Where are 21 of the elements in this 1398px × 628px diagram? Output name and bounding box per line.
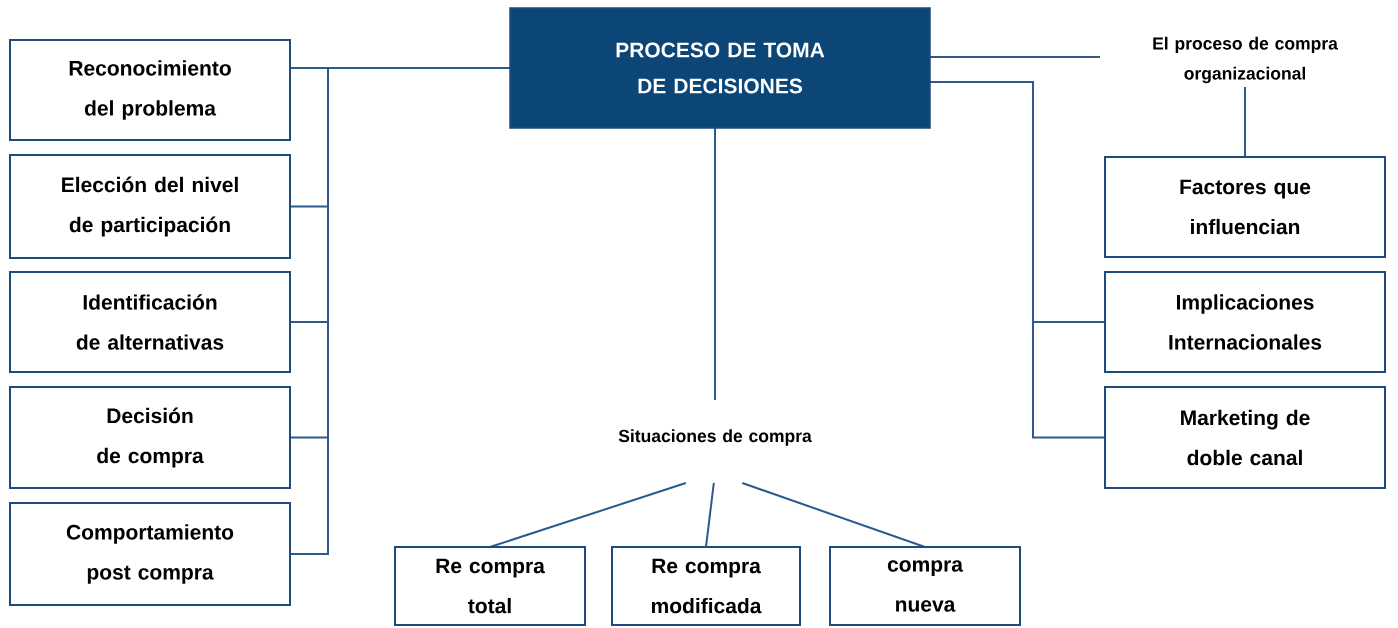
process-box: Implicaciones Internacionales [1104, 271, 1386, 373]
process-box: Factores que influencian [1104, 156, 1386, 258]
process-box: Elección del nivel de participación [9, 154, 291, 259]
process-box: compra nueva [829, 546, 1021, 626]
connector-line [929, 56, 1101, 58]
process-box: Reconocimiento del problema [9, 39, 291, 141]
connector-line [489, 482, 687, 548]
branch-label: Situaciones de compra [618, 429, 812, 446]
connector-line [741, 482, 926, 548]
title-box: PROCESO DE TOMA DE DECISIONES [509, 7, 931, 129]
connector-line [929, 81, 1106, 439]
process-box: Re compra total [394, 546, 586, 626]
process-box: Comportamiento post compra [9, 502, 291, 606]
process-box: Identificación de alternativas [9, 271, 291, 373]
process-box: Decisión de compra [9, 386, 291, 489]
branch-label: El proceso de compra organizacional [1153, 36, 1338, 84]
process-box: Marketing de doble canal [1104, 386, 1386, 489]
connector-line [705, 482, 715, 548]
process-box: Re compra modificada [611, 546, 801, 626]
connector-line [714, 127, 716, 401]
connector-line [1244, 86, 1246, 158]
